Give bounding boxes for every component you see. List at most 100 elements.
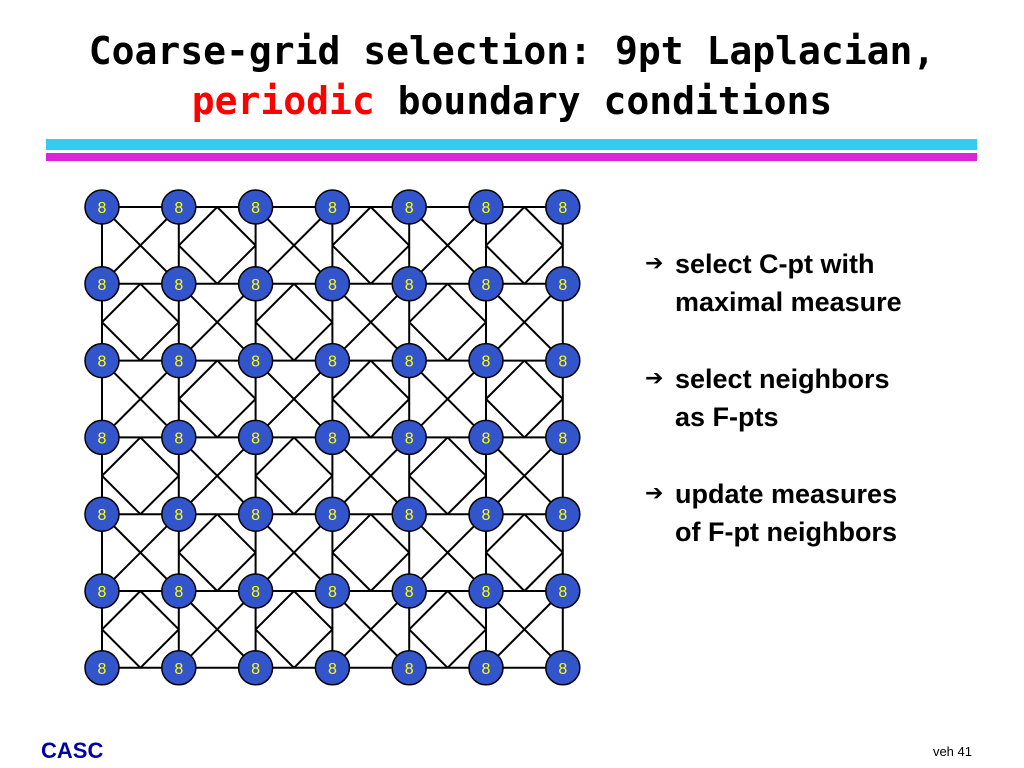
grid-node: 8 xyxy=(84,419,120,456)
grid-node-circle xyxy=(84,342,120,379)
grid-edge-diagonal xyxy=(370,513,410,554)
grid-node-label: 8 xyxy=(328,277,337,294)
grid-node-label: 8 xyxy=(98,507,107,524)
grid-node-label: 8 xyxy=(174,354,183,371)
bullet-list: ➔ select C-pt with maximal measure ➔ sel… xyxy=(645,245,985,590)
grid-node: 8 xyxy=(237,266,274,302)
grid-node-label: 8 xyxy=(482,507,491,524)
grid-node-circle xyxy=(161,573,197,609)
grid-node: 8 xyxy=(84,266,120,302)
grid-node: 8 xyxy=(391,573,427,609)
arrow-right-icon: ➔ xyxy=(645,366,664,391)
grid-edge-diagonal xyxy=(408,206,487,285)
grid-node-circle xyxy=(84,650,120,686)
grid-edge-diagonal xyxy=(139,321,180,362)
grid-edge-diagonal xyxy=(485,590,564,669)
grid-edge-diagonal xyxy=(101,436,142,477)
grid-edge-diagonal xyxy=(216,359,257,400)
grid-node-label: 8 xyxy=(174,200,183,217)
grid-edge-diagonal xyxy=(485,206,526,247)
grid-node: 8 xyxy=(314,419,351,456)
grid-node: 8 xyxy=(161,189,197,225)
bullet-line: as F-pts xyxy=(675,402,779,432)
grid-node-label: 8 xyxy=(251,661,260,678)
grid-edge-diagonal xyxy=(139,283,180,323)
title-rule-cyan xyxy=(46,139,977,150)
grid-edge-diagonal xyxy=(485,283,564,362)
grid-edge-diagonal xyxy=(178,359,218,400)
grid-node: 8 xyxy=(391,650,427,686)
grid-edge-diagonal xyxy=(370,398,410,439)
grid-node-label: 8 xyxy=(405,277,414,294)
grid-edge-diagonal xyxy=(408,321,449,362)
grid-edge-diagonal xyxy=(485,513,526,554)
grid-node: 8 xyxy=(468,342,504,379)
grid-edge-diagonal xyxy=(446,590,487,631)
bullet-line: update measures xyxy=(675,479,898,509)
arrow-right-icon: ➔ xyxy=(645,251,664,276)
grid-node: 8 xyxy=(237,342,274,379)
grid-node-label: 8 xyxy=(405,430,414,447)
title-rule-magenta xyxy=(46,153,977,161)
grid-edge-diagonal xyxy=(101,206,180,285)
grid-edge-diagonal xyxy=(446,283,487,323)
grid-edge-diagonal xyxy=(408,513,487,592)
grid-node-circle xyxy=(545,573,581,609)
grid-node: 8 xyxy=(391,189,427,225)
grid-edge-diagonal xyxy=(370,359,410,400)
grid-node: 8 xyxy=(468,496,504,532)
grid-node-circle xyxy=(468,189,504,225)
grid-edge-diagonal xyxy=(101,628,142,669)
grid-edge-diagonal xyxy=(254,283,295,323)
grid-edge-diagonal xyxy=(331,206,372,247)
grid-node-label: 8 xyxy=(558,584,567,601)
grid-edge-diagonal xyxy=(178,206,218,247)
grid-node: 8 xyxy=(161,573,197,609)
grid-edge-diagonal xyxy=(331,590,410,669)
grid-edge-diagonal xyxy=(408,436,449,477)
grid-node-label: 8 xyxy=(174,507,183,524)
grid-node-label: 8 xyxy=(558,354,567,371)
grid-node-label: 8 xyxy=(328,354,337,371)
bullet-item: ➔ select neighbors as F-pts xyxy=(645,360,985,436)
grid-node: 8 xyxy=(468,266,504,302)
grid-node: 8 xyxy=(161,650,197,686)
grid-node-label: 8 xyxy=(174,584,183,601)
grid-node-circle xyxy=(237,189,274,225)
footer-slide-number: veh 41 xyxy=(932,744,972,759)
grid-node-label: 8 xyxy=(174,430,183,447)
grid-node: 8 xyxy=(161,342,197,379)
grid-edge-diagonal xyxy=(331,244,372,285)
grid-node-label: 8 xyxy=(251,507,260,524)
grid-node: 8 xyxy=(84,573,120,609)
grid-edge-diagonal xyxy=(254,475,295,515)
grid-edge-diagonal xyxy=(446,628,487,669)
grid-node: 8 xyxy=(314,266,351,302)
grid-node-circle xyxy=(161,419,197,456)
grid-node-circle xyxy=(84,266,120,302)
grid-edge-diagonal xyxy=(178,436,257,515)
grid-node-circle xyxy=(161,342,197,379)
grid-node-label: 8 xyxy=(405,200,414,217)
grid-edge-diagonal xyxy=(485,244,526,285)
grid-edge-diagonal xyxy=(293,628,334,669)
grid-node-circle xyxy=(391,189,427,225)
grid-node-circle xyxy=(161,650,197,686)
title-line-2-rest: boundary conditions xyxy=(374,79,833,123)
slide-title: Coarse-grid selection: 9pt Laplacian, pe… xyxy=(0,26,1024,126)
grid-edge-diagonal xyxy=(370,244,410,285)
grid-node-circle xyxy=(545,266,581,302)
grid-node: 8 xyxy=(545,342,581,379)
grid-node: 8 xyxy=(391,419,427,456)
grid-edge-diagonal xyxy=(523,206,564,247)
grid-edge-diagonal xyxy=(216,398,257,439)
grid-node-label: 8 xyxy=(482,584,491,601)
grid-node: 8 xyxy=(545,189,581,225)
grid-node-circle xyxy=(468,573,504,609)
grid-node-label: 8 xyxy=(251,584,260,601)
grid-node-circle xyxy=(314,496,351,532)
grid-edge-diagonal xyxy=(178,244,218,285)
grid-edge-diagonal xyxy=(408,590,449,631)
grid-edge-diagonal xyxy=(408,628,449,669)
grid-edge-diagonal xyxy=(216,551,257,592)
